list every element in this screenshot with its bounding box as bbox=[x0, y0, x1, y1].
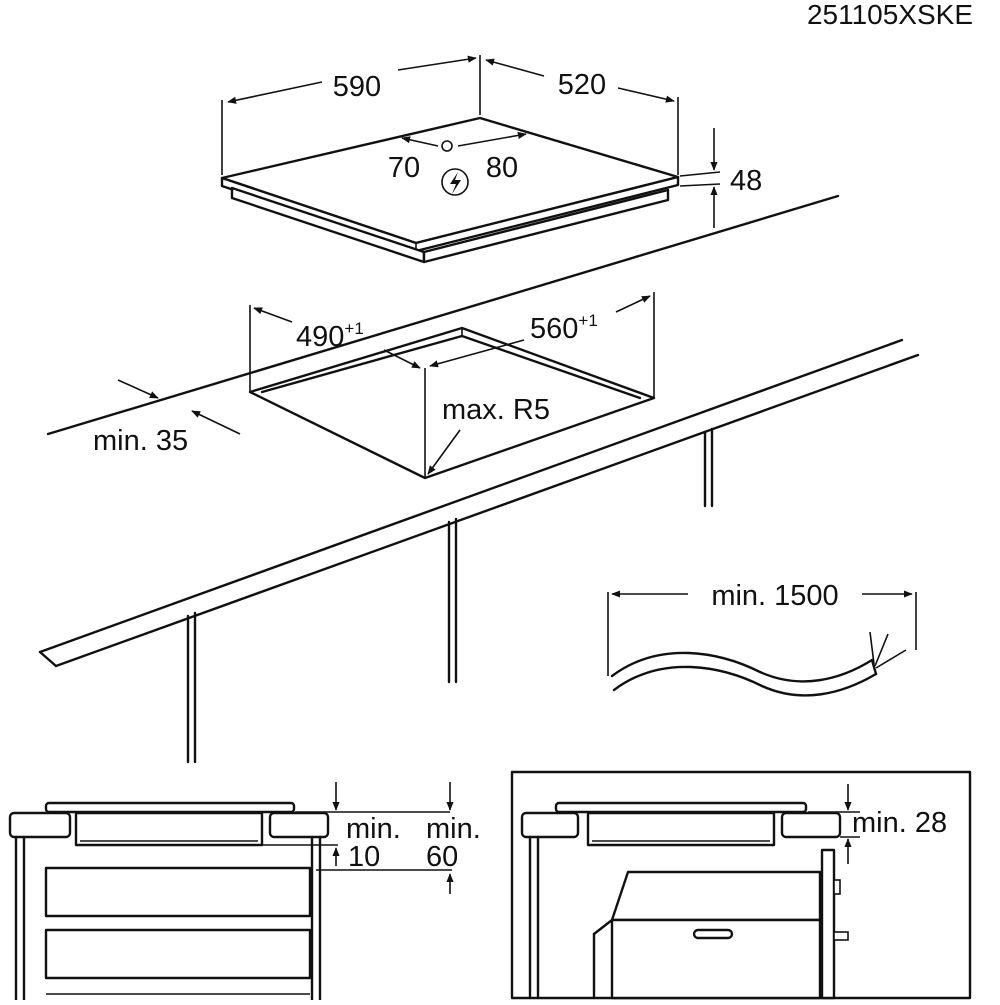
install-oven: min. 28 bbox=[510, 770, 972, 1000]
min-oven-gap: min. 28 bbox=[852, 807, 947, 839]
min-value-a: 10 bbox=[348, 841, 380, 873]
cutout-width-value: 490 bbox=[296, 321, 344, 353]
cable-length: min. 1500 bbox=[711, 580, 838, 612]
power-cable: min. 1500 bbox=[607, 580, 917, 697]
cutout: 490+1 560+1 max. R5 min. 35 bbox=[93, 292, 656, 480]
install-drawers: min. 10 min. 60 bbox=[8, 782, 481, 1002]
cutout-width-tolerance: +1 bbox=[344, 319, 363, 338]
min-value-b: 60 bbox=[426, 841, 458, 873]
cutout-width: 490+1 bbox=[296, 319, 364, 353]
min-label-a: min. bbox=[346, 813, 401, 845]
hob-width: 590 bbox=[333, 71, 381, 103]
cutout-depth-tolerance: +1 bbox=[578, 311, 597, 330]
hob-depth: 520 bbox=[558, 69, 606, 101]
hob-height: 48 bbox=[730, 165, 762, 197]
hob: 590 520 70 80 48 bbox=[220, 55, 762, 264]
worktop bbox=[38, 194, 920, 764]
corner-radius: max. R5 bbox=[442, 394, 550, 426]
connection-right: 80 bbox=[486, 152, 518, 184]
cutout-depth: 560+1 bbox=[530, 311, 598, 345]
electric-warning-icon bbox=[441, 168, 469, 196]
min-label-b: min. bbox=[426, 813, 481, 845]
connection-left: 70 bbox=[388, 152, 420, 184]
min-edge-distance: min. 35 bbox=[93, 425, 188, 457]
cutout-depth-value: 560 bbox=[530, 313, 578, 345]
product-code: 251105XSKE bbox=[807, 0, 973, 30]
